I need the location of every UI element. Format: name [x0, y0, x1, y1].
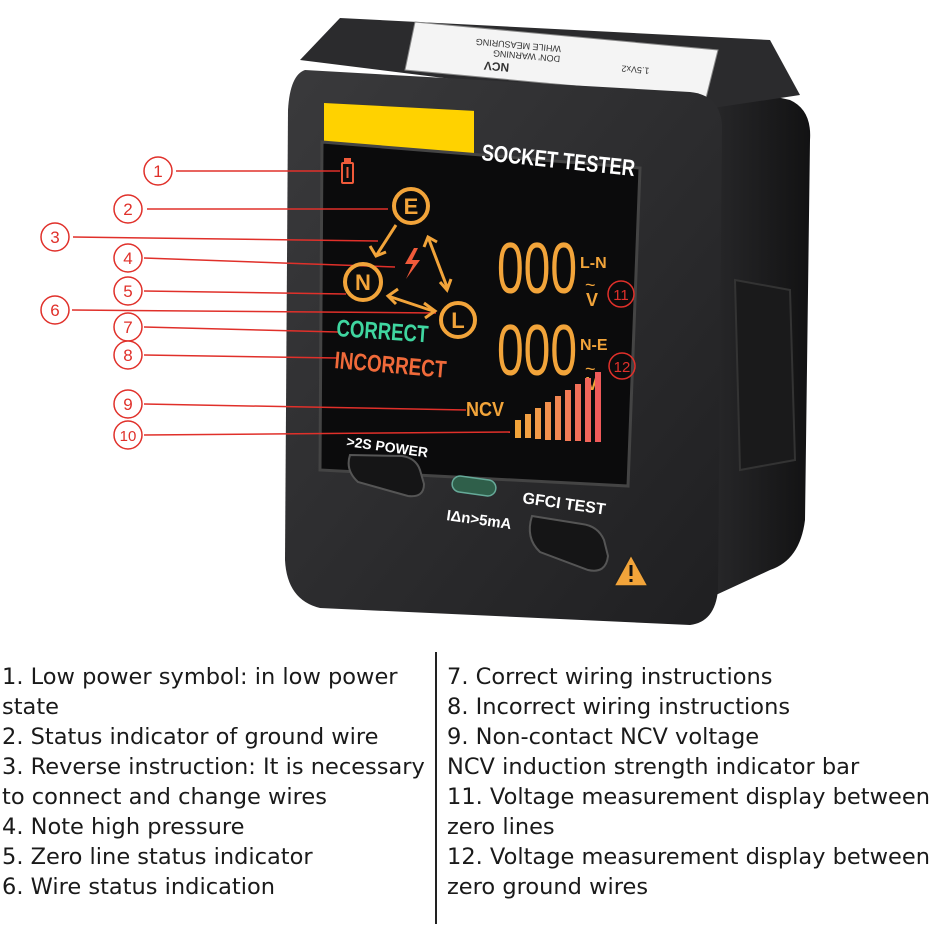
callout-4: 4	[113, 243, 143, 273]
neutral-status-icon	[343, 262, 383, 302]
ncv-bar	[545, 402, 551, 440]
svg-text:10: 10	[120, 428, 137, 445]
device-side-grip	[733, 278, 797, 472]
live-status-icon	[439, 301, 477, 339]
ncv-bar	[575, 384, 581, 441]
ln-volt-tilde: ~	[585, 275, 596, 295]
svg-text:9: 9	[123, 395, 132, 414]
live-symbol: L	[451, 308, 464, 333]
ncv-strength-bars	[515, 372, 601, 442]
svg-text:1.5Vx2: 1.5Vx2	[621, 63, 650, 75]
callout-8: 8	[113, 340, 143, 370]
svg-text:1: 1	[153, 162, 162, 181]
svg-text:2: 2	[123, 200, 132, 219]
svg-text:6: 6	[50, 301, 59, 320]
lcd-screen	[318, 140, 642, 488]
legend-item-8: 8. Incorrect wiring instructions	[447, 694, 791, 720]
legend-item-10: NCV induction strength indicator bar	[447, 754, 860, 780]
ne-label: N-E	[580, 337, 608, 354]
legend-divider	[435, 652, 437, 924]
ne-volt-tilde: ~	[585, 359, 596, 379]
ncv-bar	[525, 414, 531, 438]
reading-ne-display: 000	[497, 311, 577, 391]
callout-1: 1	[143, 156, 173, 186]
legend-right-column: 7. Correct wiring instructions 8. Incorr…	[447, 662, 951, 902]
callout-10: 10	[113, 420, 143, 450]
callout-5: 5	[113, 276, 143, 306]
ln-volt-unit: V	[586, 290, 598, 310]
ncv-bar	[535, 408, 541, 439]
ln-label: L-N	[580, 255, 607, 272]
svg-text:3: 3	[50, 228, 59, 247]
correct-label: CORRECT	[336, 315, 430, 348]
legend-item-7: 7. Correct wiring instructions	[447, 664, 773, 690]
svg-text:4: 4	[123, 249, 132, 268]
warning-triangle-icon	[612, 553, 650, 587]
legend-item-9: 9. Non-contact NCV voltage	[447, 724, 760, 750]
gfci-test-button[interactable]	[528, 514, 610, 572]
callout-11: 11	[607, 280, 635, 308]
callout-3: 3	[40, 222, 70, 252]
legend-item-2: 2. Status indicator of ground wire	[2, 724, 379, 750]
callout-9: 9	[113, 389, 143, 419]
legend-item-12: 12. Voltage measurement display between …	[447, 844, 930, 900]
callout-lines	[71, 170, 511, 436]
earth-symbol: E	[404, 194, 419, 219]
legend-item-1: 1. Low power symbol: in low power state	[2, 664, 398, 720]
reading-ln-display: 000	[497, 229, 577, 309]
callout-7: 7	[113, 312, 143, 342]
power-button[interactable]	[347, 453, 426, 498]
socket-tester-drawing: E N L CORRECT INCORRECT NCV 000 L-N ~ V …	[40, 18, 811, 625]
legend-item-6: 6. Wire status indication	[2, 874, 275, 900]
svg-text:11: 11	[613, 287, 629, 304]
reverse-arrows-icon	[368, 224, 453, 320]
legend-item-5: 5. Zero line status indicator	[2, 844, 313, 870]
legend-item-3: 3. Reverse instruction: It is necessary …	[2, 754, 425, 810]
earth-status-icon	[392, 187, 430, 225]
legend-left-column: 1. Low power symbol: in low power state …	[2, 662, 434, 902]
legend-item-11: 11. Voltage measurement display between …	[447, 784, 930, 840]
neutral-symbol: N	[355, 270, 371, 295]
svg-text:NCV: NCV	[483, 58, 509, 74]
ncv-bar	[595, 372, 601, 442]
ncv-label: NCV	[466, 399, 505, 421]
svg-text:8: 8	[123, 346, 132, 365]
legend-item-4: 4. Note high pressure	[2, 814, 245, 840]
high-voltage-icon	[405, 248, 420, 279]
ncv-bar	[555, 396, 561, 440]
low-battery-icon	[341, 158, 354, 184]
ncv-bar	[565, 390, 571, 441]
leakage-indicator-led	[451, 475, 497, 497]
callout-12: 12	[608, 352, 636, 380]
product-illustration: E N L CORRECT INCORRECT NCV 000 L-N ~ V …	[40, 18, 811, 625]
callout-6: 6	[40, 295, 70, 325]
svg-text:7: 7	[123, 318, 132, 337]
back-label-text: NCV DON' WARNING WHILE MEASURING 1.5Vx2	[475, 37, 650, 76]
svg-text:12: 12	[614, 359, 631, 376]
ncv-bar	[515, 420, 521, 438]
callout-markers: 1 2 3 4 5 6 7 8 9 10 11 12	[40, 156, 636, 450]
svg-text:5: 5	[123, 282, 132, 301]
ncv-bar	[585, 378, 591, 442]
callout-2: 2	[113, 194, 143, 224]
